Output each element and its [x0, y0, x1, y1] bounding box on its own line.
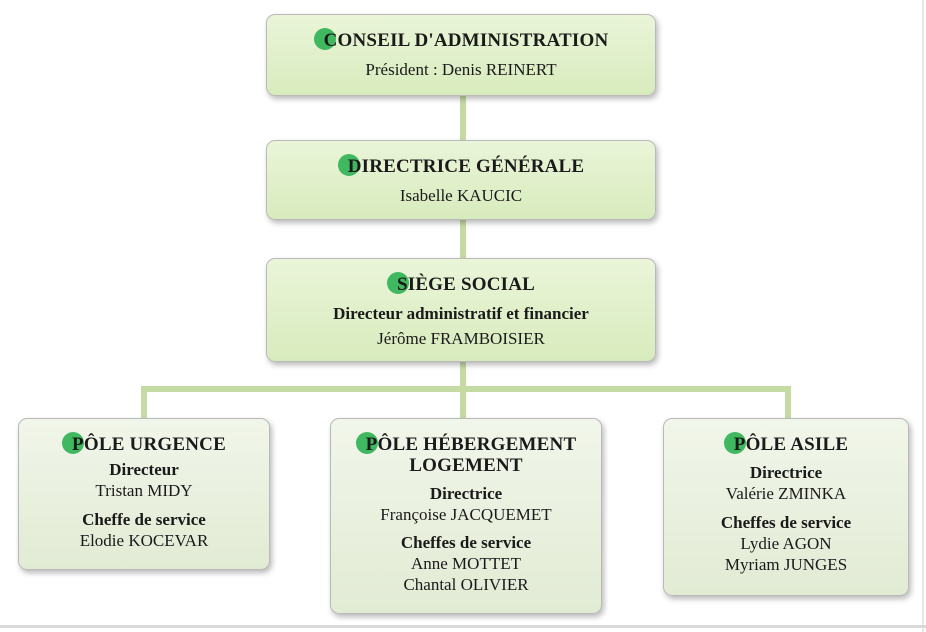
frame-bottom-edge [0, 625, 926, 628]
conseil-title: CONSEIL D'ADMINISTRATION [267, 28, 655, 51]
pole-asile-director-name: Valérie ZMINKA [725, 484, 847, 503]
siege-social-name: Jérôme FRAMBOISIER [377, 329, 545, 348]
directrice-generale-name: Isabelle KAUCIC [399, 186, 523, 205]
pole-hebergement-director-name: Françoise JACQUEMET [380, 505, 552, 524]
pole-urgence-role-head: Cheffe de service [82, 510, 206, 529]
connector-horizontal [141, 386, 791, 392]
connector-pole-urgence [141, 386, 147, 418]
connector-pole-hebergement [460, 386, 466, 418]
frame-right-edge [922, 0, 924, 632]
pole-urgence-head-name: Elodie KOCEVAR [79, 531, 209, 550]
conseil-president: Président : Denis REINERT [365, 60, 557, 79]
green-dot-icon [313, 28, 336, 50]
pole-hebergement-title: PÔLE HÉBERGEMENT LOGEMENT [331, 432, 601, 476]
directrice-generale-title: DIRECTRICE GÉNÉRALE [267, 154, 655, 177]
siege-social-title: SIÈGE SOCIAL [267, 272, 655, 295]
pole-urgence-role-director: Directeur [109, 460, 179, 479]
pole-asile-title: PÔLE ASILE [664, 432, 908, 455]
green-dot-icon [62, 432, 85, 454]
directrice-generale-box: DIRECTRICE GÉNÉRALE Isabelle KAUCIC [266, 140, 656, 220]
pole-hebergement-role-heads: Cheffes de service [400, 533, 532, 552]
pole-urgence-director-name: Tristan MIDY [95, 481, 193, 500]
pole-asile-head-name-2: Myriam JUNGES [724, 555, 848, 574]
pole-asile-head-name-1: Lydie AGON [740, 534, 832, 553]
siege-social-role: Directeur administratif et financier [333, 304, 589, 323]
pole-asile-box: PÔLE ASILE Directrice Valérie ZMINKA Che… [663, 418, 909, 596]
pole-hebergement-head-name-2: Chantal OLIVIER [403, 575, 529, 594]
connector-siege-down [460, 362, 466, 392]
pole-asile-role-heads: Cheffes de service [720, 513, 852, 532]
pole-hebergement-box: PÔLE HÉBERGEMENT LOGEMENT Directrice Fra… [330, 418, 602, 614]
connector-conseil-dg [460, 96, 466, 140]
siege-social-box: SIÈGE SOCIAL Directeur administratif et … [266, 258, 656, 362]
green-dot-icon [355, 432, 378, 454]
green-dot-icon [337, 154, 360, 176]
connector-dg-siege [460, 220, 466, 258]
pole-urgence-title: PÔLE URGENCE [19, 432, 269, 455]
pole-urgence-box: PÔLE URGENCE Directeur Tristan MIDY Chef… [18, 418, 270, 570]
conseil-box: CONSEIL D'ADMINISTRATION Président : Den… [266, 14, 656, 96]
pole-hebergement-head-name-1: Anne MOTTET [410, 554, 521, 573]
connector-pole-asile [785, 386, 791, 418]
pole-asile-role-director: Directrice [749, 463, 823, 482]
pole-hebergement-role-director: Directrice [429, 484, 503, 503]
green-dot-icon [386, 272, 409, 294]
green-dot-icon [723, 432, 746, 454]
